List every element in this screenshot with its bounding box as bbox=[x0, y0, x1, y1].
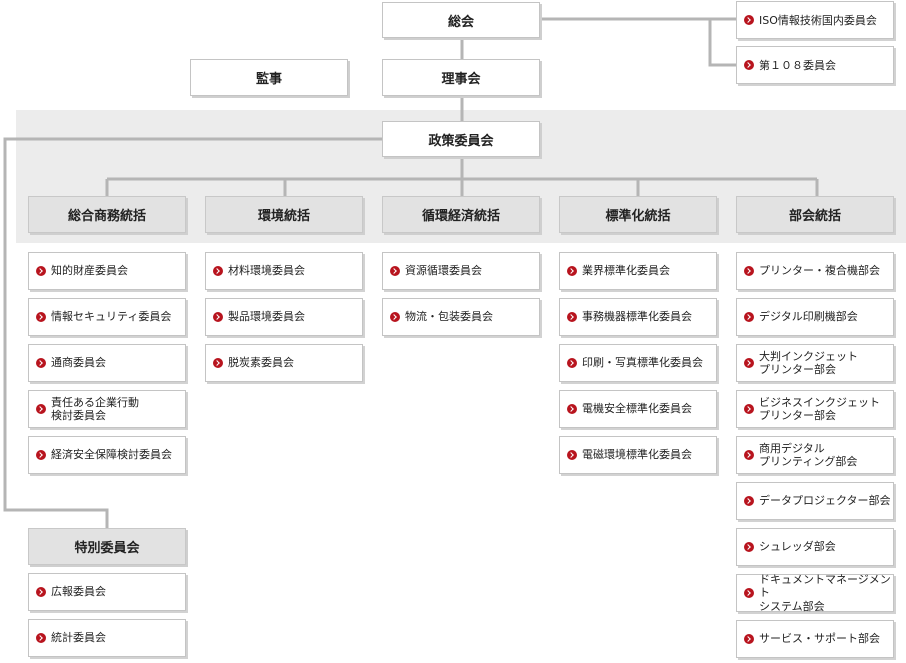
arrow-bullet-icon bbox=[567, 358, 577, 368]
arrow-bullet-icon bbox=[744, 15, 754, 25]
arrow-bullet-icon bbox=[213, 358, 223, 368]
item-label: 大判インクジェット プリンター部会 bbox=[759, 349, 858, 376]
arrow-bullet-icon bbox=[390, 312, 400, 322]
arrow-bullet-icon bbox=[36, 266, 46, 276]
item-label: 印刷・写真標準化委員会 bbox=[582, 356, 703, 370]
item-label: 電磁環境標準化委員会 bbox=[582, 448, 692, 462]
arrow-bullet-icon bbox=[213, 266, 223, 276]
arrow-bullet-icon bbox=[390, 266, 400, 276]
committee-item[interactable]: 印刷・写真標準化委員会 bbox=[559, 344, 717, 382]
auditor-box[interactable]: 監事 bbox=[190, 59, 348, 96]
category-commerce[interactable]: 総合商務統括 bbox=[28, 196, 186, 233]
committee-item[interactable]: 脱炭素委員会 bbox=[205, 344, 363, 382]
committee-item[interactable]: シュレッダ部会 bbox=[736, 528, 894, 566]
committee-item[interactable]: ビジネスインクジェット プリンター部会 bbox=[736, 390, 894, 428]
item-label: 事務機器標準化委員会 bbox=[582, 310, 692, 324]
item-label: 製品環境委員会 bbox=[228, 310, 305, 324]
arrow-bullet-icon bbox=[744, 588, 754, 598]
item-label: 統計委員会 bbox=[51, 631, 106, 645]
arrow-bullet-icon bbox=[36, 587, 46, 597]
item-label: 広報委員会 bbox=[51, 585, 106, 599]
arrow-bullet-icon bbox=[36, 358, 46, 368]
item-label: 商用デジタル プリンティング部会 bbox=[759, 441, 858, 468]
committee-item[interactable]: サービス・サポート部会 bbox=[736, 620, 894, 658]
arrow-bullet-icon bbox=[567, 266, 577, 276]
item-label: ビジネスインクジェット プリンター部会 bbox=[759, 395, 880, 422]
item-label: サービス・サポート部会 bbox=[759, 632, 880, 646]
committee-item[interactable]: デジタル印刷機部会 bbox=[736, 298, 894, 336]
committee-item[interactable]: 材料環境委員会 bbox=[205, 252, 363, 290]
arrow-bullet-icon bbox=[744, 496, 754, 506]
committee-item[interactable]: 広報委員会 bbox=[28, 573, 186, 611]
item-label: 通商委員会 bbox=[51, 356, 106, 370]
committee-item[interactable]: プリンター・複合機部会 bbox=[736, 252, 894, 290]
arrow-bullet-icon bbox=[744, 404, 754, 414]
item-label: ドキュメントマネージメント システム部会 bbox=[759, 573, 891, 613]
committee-item[interactable]: 知的財産委員会 bbox=[28, 252, 186, 290]
arrow-bullet-icon bbox=[744, 542, 754, 552]
arrow-bullet-icon bbox=[567, 404, 577, 414]
arrow-bullet-icon bbox=[744, 634, 754, 644]
committee-item[interactable]: 事務機器標準化委員会 bbox=[559, 298, 717, 336]
category-standardization[interactable]: 標準化統括 bbox=[559, 196, 717, 233]
item-label: 資源循環委員会 bbox=[405, 264, 482, 278]
committee-item[interactable]: 経済安全保障検討委員会 bbox=[28, 436, 186, 474]
iso-committee-link[interactable]: ISO情報技術国内委員会 bbox=[736, 1, 894, 39]
arrow-bullet-icon bbox=[744, 60, 754, 70]
committee-item[interactable]: 通商委員会 bbox=[28, 344, 186, 382]
item-label: デジタル印刷機部会 bbox=[759, 310, 858, 324]
item-label: 業界標準化委員会 bbox=[582, 264, 670, 278]
committee-item[interactable]: 商用デジタル プリンティング部会 bbox=[736, 436, 894, 474]
committee-item[interactable]: 電機安全標準化委員会 bbox=[559, 390, 717, 428]
committee-item[interactable]: 資源循環委員会 bbox=[382, 252, 540, 290]
item-label: 経済安全保障検討委員会 bbox=[51, 448, 172, 462]
committee-item[interactable]: 物流・包装委員会 bbox=[382, 298, 540, 336]
arrow-bullet-icon bbox=[744, 266, 754, 276]
item-label: 物流・包装委員会 bbox=[405, 310, 493, 324]
committee-item[interactable]: 統計委員会 bbox=[28, 619, 186, 657]
arrow-bullet-icon bbox=[744, 450, 754, 460]
committee-item[interactable]: 製品環境委員会 bbox=[205, 298, 363, 336]
special-committee-box[interactable]: 特別委員会 bbox=[28, 528, 186, 565]
item-label: 材料環境委員会 bbox=[228, 264, 305, 278]
arrow-bullet-icon bbox=[36, 633, 46, 643]
item-label: プリンター・複合機部会 bbox=[759, 264, 880, 278]
item-label: 知的財産委員会 bbox=[51, 264, 128, 278]
item-label: 情報セキュリティ委員会 bbox=[51, 310, 172, 324]
arrow-bullet-icon bbox=[213, 312, 223, 322]
policy-committee-box[interactable]: 政策委員会 bbox=[382, 121, 540, 157]
category-environment[interactable]: 環境統括 bbox=[205, 196, 363, 233]
board-box[interactable]: 理事会 bbox=[382, 59, 540, 96]
committee-item[interactable]: データプロジェクター部会 bbox=[736, 482, 894, 520]
committee-108-link[interactable]: 第１０８委員会 bbox=[736, 46, 894, 84]
item-label: 第１０８委員会 bbox=[759, 59, 836, 72]
committee-item[interactable]: ドキュメントマネージメント システム部会 bbox=[736, 573, 894, 613]
category-divisions[interactable]: 部会統括 bbox=[736, 196, 894, 233]
category-circular-economy[interactable]: 循環経済統括 bbox=[382, 196, 540, 233]
item-label: ISO情報技術国内委員会 bbox=[759, 14, 877, 27]
item-label: 脱炭素委員会 bbox=[228, 356, 294, 370]
general-assembly-box[interactable]: 総会 bbox=[382, 2, 540, 38]
arrow-bullet-icon bbox=[36, 312, 46, 322]
arrow-bullet-icon bbox=[36, 404, 46, 414]
committee-item[interactable]: 責任ある企業行動 検討委員会 bbox=[28, 390, 186, 428]
item-label: データプロジェクター部会 bbox=[759, 494, 891, 508]
arrow-bullet-icon bbox=[567, 312, 577, 322]
committee-item[interactable]: 大判インクジェット プリンター部会 bbox=[736, 344, 894, 382]
committee-item[interactable]: 情報セキュリティ委員会 bbox=[28, 298, 186, 336]
arrow-bullet-icon bbox=[744, 312, 754, 322]
item-label: シュレッダ部会 bbox=[759, 540, 836, 554]
committee-item[interactable]: 業界標準化委員会 bbox=[559, 252, 717, 290]
item-label: 電機安全標準化委員会 bbox=[582, 402, 692, 416]
item-label: 責任ある企業行動 検討委員会 bbox=[51, 395, 139, 422]
arrow-bullet-icon bbox=[567, 450, 577, 460]
arrow-bullet-icon bbox=[744, 358, 754, 368]
arrow-bullet-icon bbox=[36, 450, 46, 460]
committee-item[interactable]: 電磁環境標準化委員会 bbox=[559, 436, 717, 474]
